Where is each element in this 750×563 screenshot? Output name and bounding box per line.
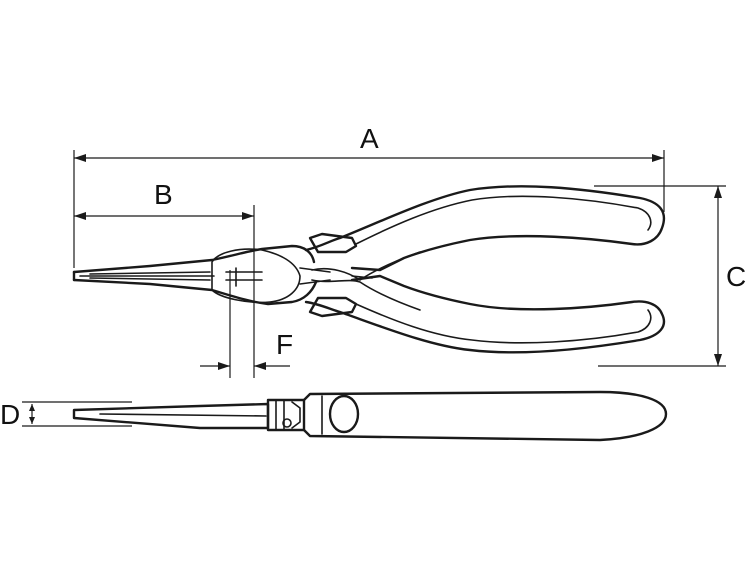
handle-lower-outer — [304, 274, 666, 354]
side-jaw-center — [99, 413, 267, 417]
dimension-label-b: B — [154, 179, 173, 210]
dimension-c: C — [594, 185, 746, 367]
side-pivot-block — [266, 398, 306, 432]
dimension-label-f: F — [276, 329, 293, 360]
arrow-left — [74, 154, 86, 162]
arrow-right — [218, 362, 230, 370]
side-handle — [302, 390, 668, 442]
dimension-label-a: A — [360, 123, 379, 154]
handle-upper-outer — [304, 185, 666, 272]
jaw-upper — [72, 244, 316, 274]
arrow-right — [652, 154, 664, 162]
dimension-b: B — [74, 179, 255, 306]
arrow-left — [74, 212, 86, 220]
pliers-side-view — [72, 390, 668, 442]
spring — [311, 251, 421, 311]
jaw-serration — [89, 271, 211, 281]
jaw-lower — [72, 278, 318, 306]
side-pivot-pin — [282, 418, 292, 428]
pliers-top-view — [72, 185, 666, 354]
arrow-down — [29, 417, 35, 424]
spring-coil — [299, 267, 373, 285]
arrow-up — [29, 404, 35, 411]
pivot-inner — [225, 267, 263, 287]
dimension-a: A — [73, 123, 665, 268]
arrow-up — [714, 186, 722, 198]
side-handle-hole — [328, 394, 360, 434]
side-pivot-detail — [275, 399, 301, 431]
dimension-label-c: C — [726, 261, 746, 292]
handle-upper-sleeve-end — [308, 232, 358, 254]
pivot-body — [211, 248, 301, 304]
arrow-right — [242, 212, 254, 220]
handle-lower-sleeve-end — [308, 296, 358, 318]
handle-lower-inner — [355, 303, 652, 344]
arrow-down — [714, 354, 722, 366]
dimension-f: F — [200, 270, 293, 378]
dimension-label-d: D — [0, 399, 20, 430]
dimension-d: D — [0, 399, 132, 430]
handle-upper-inner — [355, 195, 652, 245]
arrow-left — [254, 362, 266, 370]
